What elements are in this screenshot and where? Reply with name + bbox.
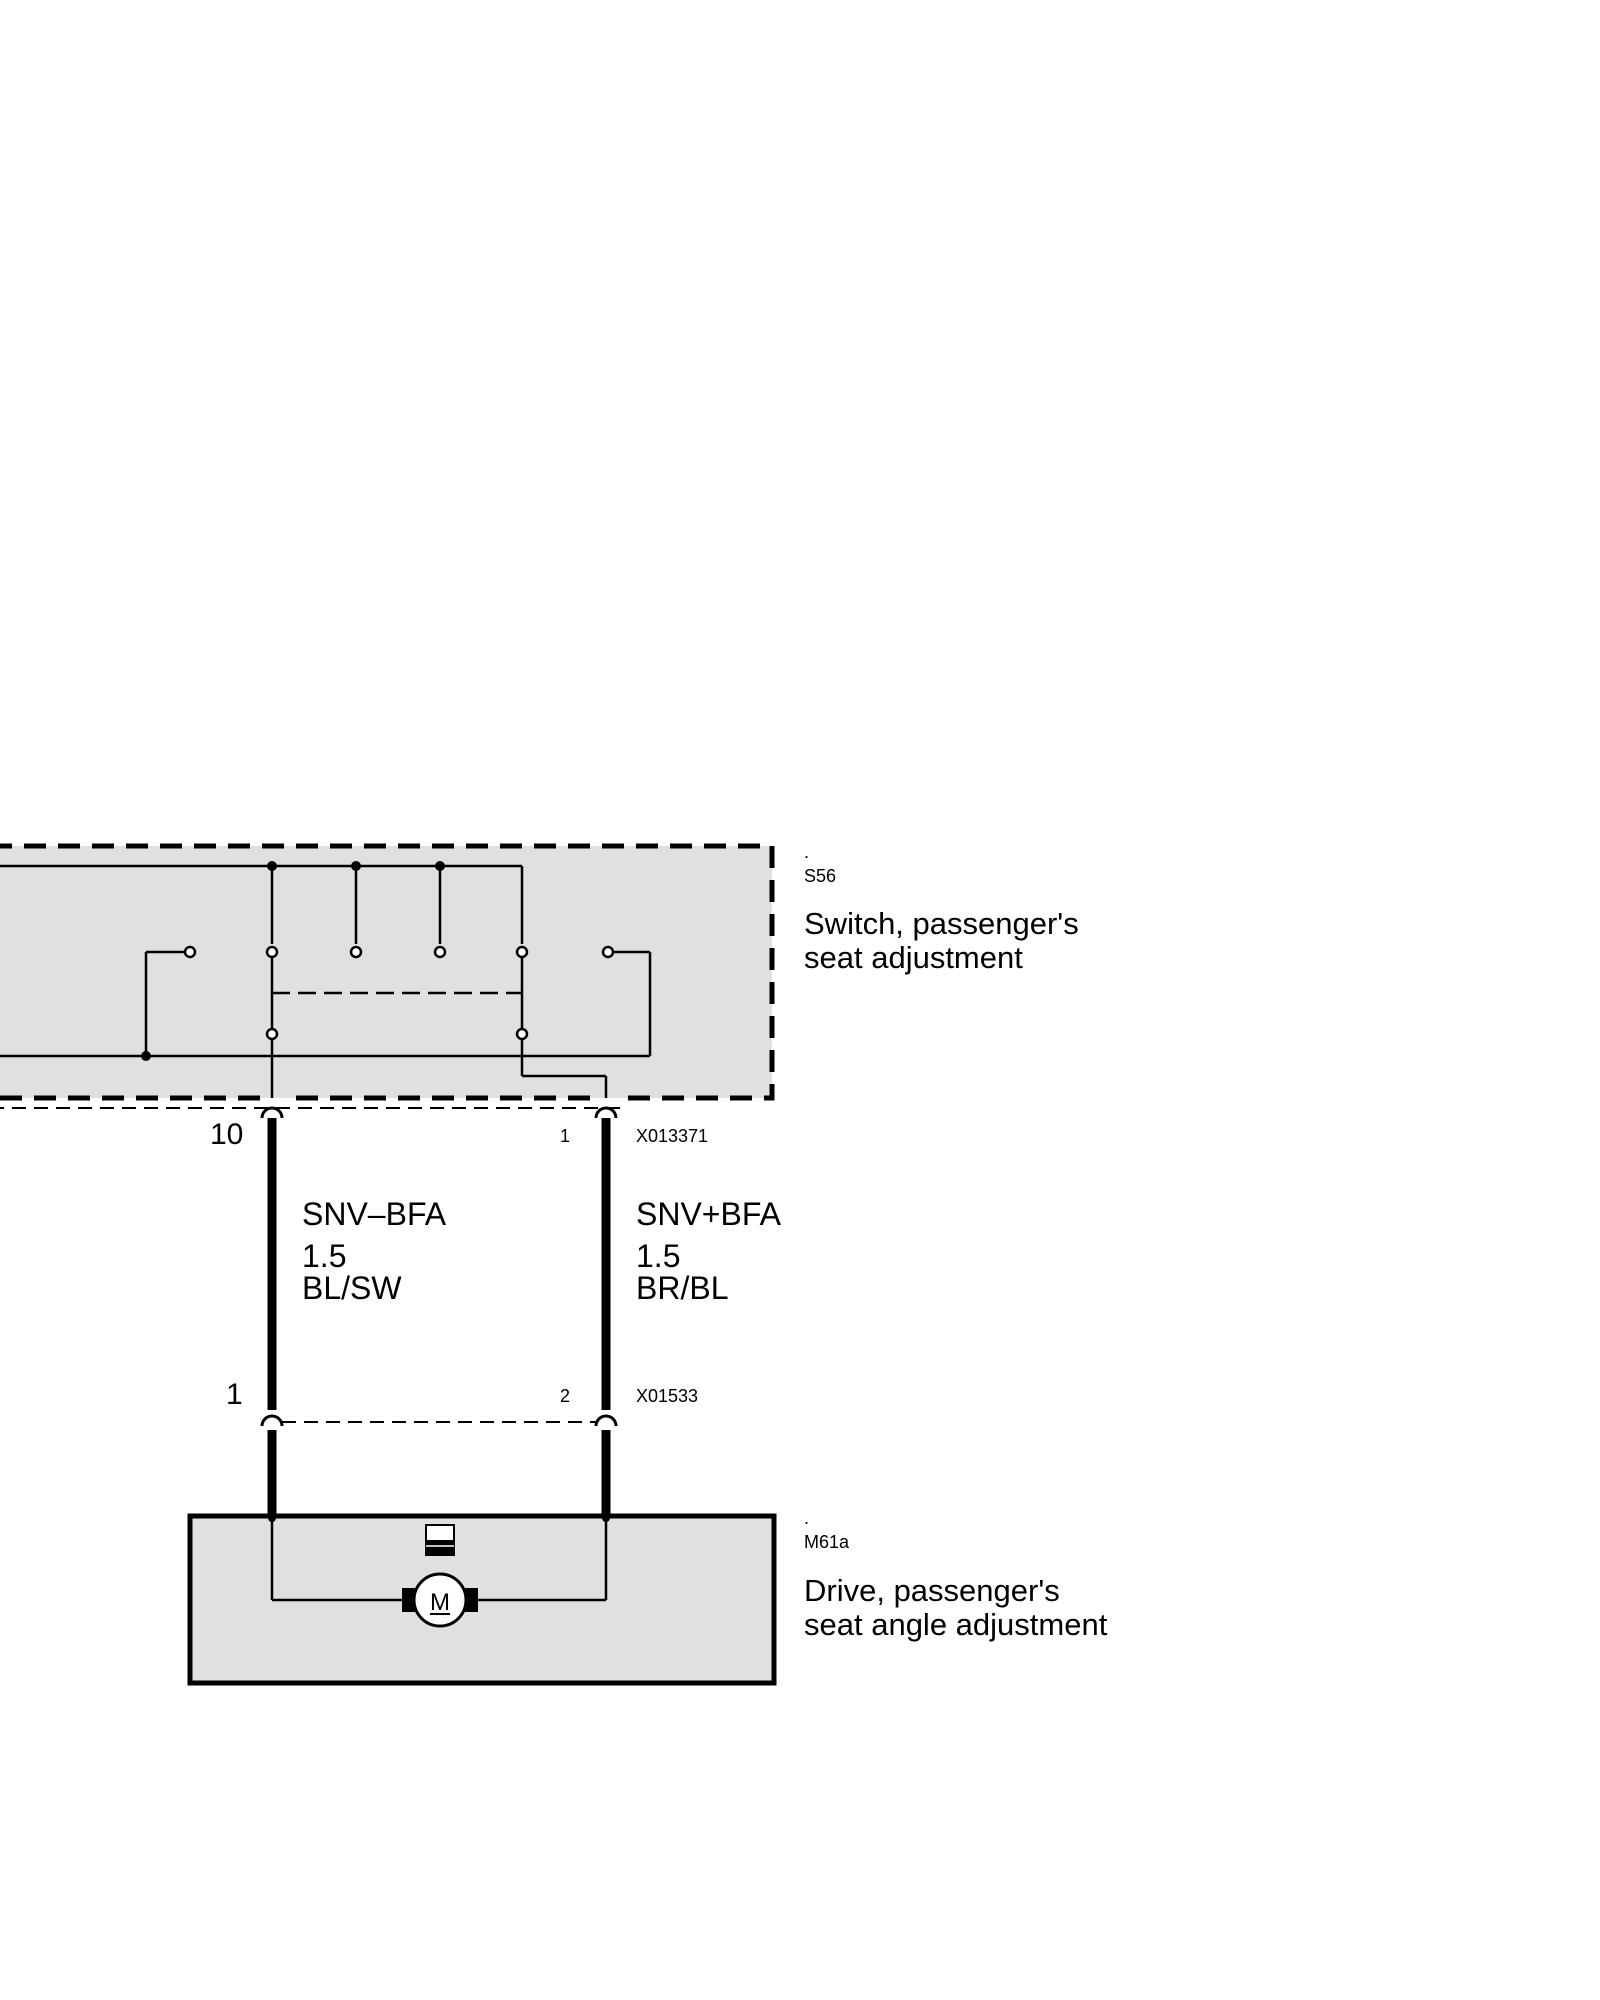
- switch-box-border: [0, 843, 775, 1101]
- connector-bottom-left-pin: 1: [226, 1378, 243, 1411]
- switch-title-line2: seat adjustment: [804, 940, 1023, 975]
- seat-icon: [425, 1524, 455, 1556]
- connector-bottom-pins: [260, 1414, 618, 1427]
- connector-top-pins: [260, 1106, 618, 1119]
- drive-junctions: [268, 1514, 610, 1522]
- drive-internal-wiring: [270, 1518, 608, 1602]
- wire-left-color: BL/SW: [302, 1270, 402, 1306]
- wire-right-signal: SNV+BFA: [636, 1196, 782, 1232]
- switch-junctions: [141, 861, 445, 1061]
- switch-contacts: [183, 945, 615, 1041]
- drive-code: M61a: [804, 1532, 850, 1552]
- wire-right-color: BR/BL: [636, 1270, 728, 1306]
- switch-box-fill: [0, 846, 772, 1098]
- motor-icon: M: [402, 1572, 478, 1628]
- switch-title-line1: Switch, passenger's: [804, 906, 1079, 941]
- drive-dot: .: [804, 1508, 809, 1528]
- wire-right-gauge: 1.5: [636, 1238, 680, 1274]
- connector-top-right-pin: 1: [560, 1126, 570, 1146]
- drive-title-line1: Drive, passenger's: [804, 1573, 1060, 1608]
- wire-left-gauge: 1.5: [302, 1238, 346, 1274]
- switch-code: S56: [804, 866, 836, 886]
- connector-top-left-pin: 10: [210, 1118, 243, 1151]
- connector-bottom-code: X01533: [636, 1386, 698, 1406]
- switch-dot: .: [804, 842, 809, 862]
- connector-top-code: X013371: [636, 1126, 708, 1146]
- wires: [267, 1118, 611, 1518]
- wire-left-signal: SNV–BFA: [302, 1196, 447, 1232]
- connector-bottom-right-pin: 2: [560, 1386, 570, 1406]
- switch-internal-wiring: [0, 864, 652, 1098]
- drive-title-line2: seat angle adjustment: [804, 1607, 1108, 1642]
- motor-label: M: [430, 1589, 450, 1616]
